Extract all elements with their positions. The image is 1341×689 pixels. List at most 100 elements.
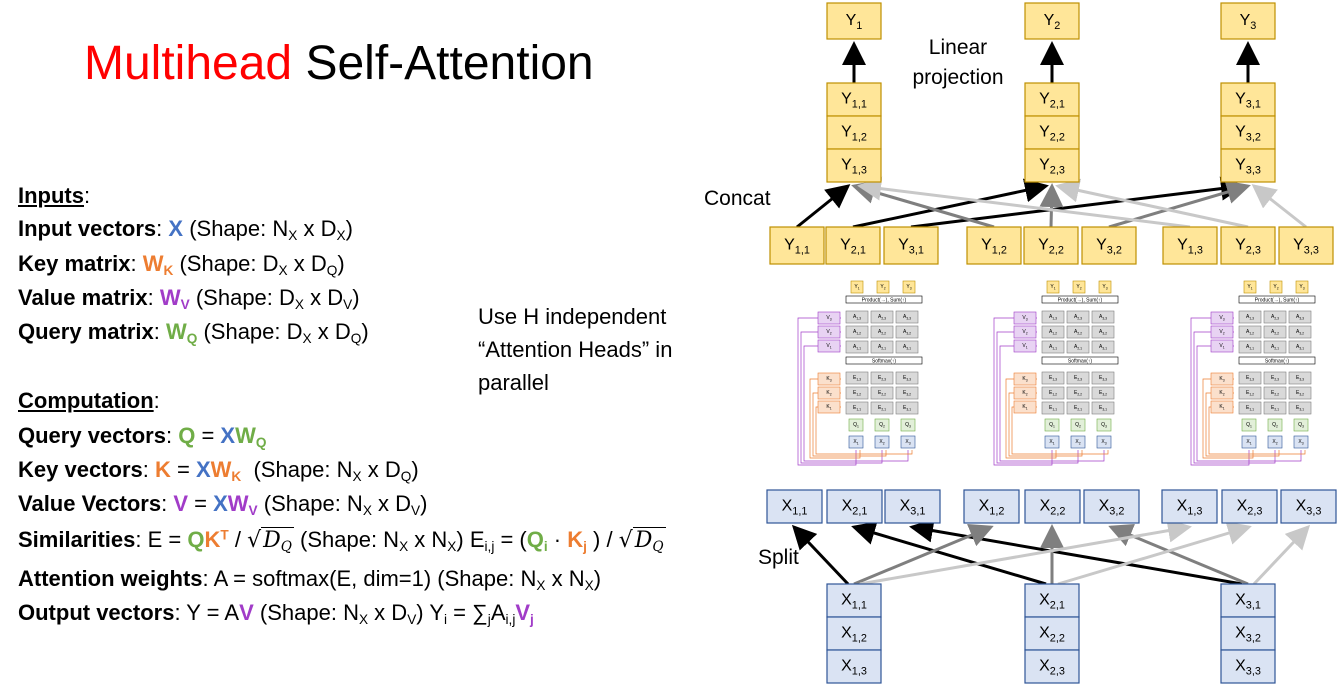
mini-e-2-0: E1,1 [845,401,869,415]
query-vectors-label: Query vectors [18,423,166,448]
mini-e-2-1-label: E2,1 [1271,405,1279,411]
mini-a-1-1: A2,2 [870,325,894,339]
mini-e-2-0-label: E1,1 [1246,405,1254,411]
mini-a-2-1-label: A2,1 [878,344,886,350]
input-x1-1-label: X1,1 [841,592,867,611]
key-matrix-line: Key matrix: WK (Shape: DX x DQ) [18,251,345,278]
mini-k-2-label: K2 [1219,390,1224,396]
mini-v-2-label: V2 [826,329,831,335]
mini-e-1-2: E3,2 [895,386,919,400]
mini-q-1: Q1 [1241,418,1257,432]
mini-y-3: Y3 [1098,280,1112,294]
mini-a-0-2: A3,3 [1288,310,1312,324]
mini-a-0-2-label: A3,3 [1296,314,1304,320]
mini-x-1: X1 [1241,435,1257,449]
mini-a-2-0-label: A1,1 [1049,344,1057,350]
input-vectors-label: Input vectors [18,216,157,241]
mini-a-0-1: A2,3 [1066,310,1090,324]
mini-k-1-label: K1 [1219,404,1224,410]
mini-a-0-0-label: A1,3 [1246,314,1254,320]
mini-q-2-label: Q2 [1075,422,1081,428]
mini-a-0-0: A1,3 [1238,310,1262,324]
mini-q-2-label: Q2 [1272,422,1278,428]
linear-projection-label-1: Linear [929,36,987,59]
mini-a-2-0-label: A1,1 [853,344,861,350]
split-arrow-7 [859,518,1192,586]
input-x2-3: X2,3 [1024,649,1080,684]
output-vectors-label: Output vectors [18,600,175,625]
output-y2: Y2 [1024,2,1080,40]
mini-a-2-0: A1,1 [845,340,869,354]
mini-v-1: V1 [817,339,841,353]
mini-a-1-1: A2,2 [1263,325,1287,339]
softmax-bar: Softmax(↑) [1041,356,1119,365]
concat-y2-3-label: Y2,3 [1039,157,1065,176]
product-sum-text: Product(→), Sum(↑) [1058,298,1103,304]
input-x2-1: X2,1 [1024,583,1080,618]
head-output-y3-2-label: Y3,2 [1096,237,1122,256]
mini-e-0-0: E1,3 [1041,371,1065,385]
mini-y-1: Y1 [1243,280,1257,294]
mini-a-2-2-label: A3,1 [1099,344,1107,350]
mini-a-0-1-label: A2,3 [878,314,886,320]
mini-a-0-2: A3,3 [1091,310,1115,324]
input-x2-2-label: X2,2 [1039,625,1065,644]
computation-heading: Computation [18,388,154,413]
mini-y-3-label: Y3 [1102,284,1107,290]
mini-k-2: K2 [1013,386,1037,400]
mini-x-2-label: X2 [879,439,884,445]
mini-y-1: Y1 [1046,280,1060,294]
title-highlight: Multihead [84,37,293,90]
key-matrix-shape: (Shape: DX x DQ) [173,251,345,278]
mini-e-2-0: E1,1 [1238,401,1262,415]
mini-q-2: Q2 [1267,418,1283,432]
inputs-heading-line: Inputs: [18,183,91,208]
mini-q-1: Q1 [848,418,864,432]
mini-e-1-2: E3,2 [1091,386,1115,400]
page-title: Multihead Self-Attention [84,36,594,91]
mini-v-1-label: V1 [1219,343,1224,349]
mini-a-1-1: A2,2 [1066,325,1090,339]
mini-q-3: Q3 [900,418,916,432]
mini-v-3-label: V3 [826,315,831,321]
concat-arrow-1 [796,184,851,229]
input-x2-2: X2,2 [1024,616,1080,651]
mini-e-2-2: E3,1 [1288,401,1312,415]
product-sum-bar: Product(→), Sum(↑) [1238,295,1316,304]
query-matrix-symbol: WQ [165,319,198,346]
concat-y2-1: Y2,1 [1024,82,1080,117]
mini-y-2: Y2 [876,280,890,294]
product-sum-bar: Product(→), Sum(↑) [845,295,923,304]
concat-y1-1: Y1,1 [826,82,882,117]
mini-e-1-1-label: E2,2 [1271,390,1279,396]
concat-y2-2: Y2,2 [1024,115,1080,150]
split-arrow-8 [1057,521,1252,586]
mini-v-2-label: V2 [1219,329,1224,335]
mini-a-1-0: A1,2 [1238,325,1262,339]
mini-k-1-label: K1 [826,404,831,410]
value-matrix-symbol: WV [159,285,190,312]
head-output-y3-1: Y3,1 [883,226,939,265]
mini-a-0-1-label: A2,3 [1271,314,1279,320]
mini-x-1: X1 [848,435,864,449]
mini-a-1-2-label: A3,2 [1099,329,1107,335]
mini-e-1-2-label: E3,2 [903,390,911,396]
split-label: Split [758,546,799,569]
head-input-x2-1: X2,1 [826,489,883,524]
mini-v-3-label: V3 [1022,315,1027,321]
input-x2-1-label: X2,1 [1039,592,1065,611]
mini-v-2: V2 [1210,325,1234,339]
mini-e-1-1-label: E2,2 [878,390,886,396]
output-y3-label: Y3 [1240,12,1257,31]
mini-e-0-2-label: E3,3 [903,375,911,381]
mini-a-0-2-label: A3,3 [1099,314,1107,320]
head-output-y1-3-label: Y1,3 [1177,237,1203,256]
split-arrow-1 [791,524,850,586]
mini-a-1-1-label: A2,2 [878,329,886,335]
softmax-bar: Softmax(↑) [1238,356,1316,365]
mini-a-0-2: A3,3 [895,310,919,324]
concat-arrow-3 [910,176,1245,229]
mini-y-1-label: Y1 [1050,284,1055,290]
mini-x-1-label: X1 [853,439,858,445]
